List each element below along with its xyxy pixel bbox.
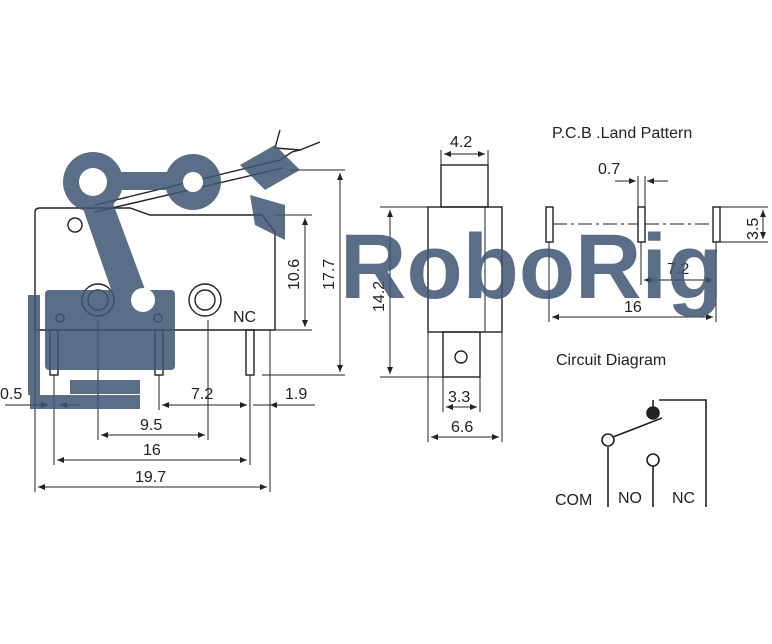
dim-pin-span-a: 9.5 [140, 417, 162, 434]
circuit-diagram [601, 399, 707, 507]
nc-contact [646, 406, 660, 420]
actuator-button [440, 164, 489, 208]
label-nc: NC [672, 490, 695, 507]
switch-body [34, 207, 276, 331]
pin-nc [245, 329, 255, 376]
pcb-land-title: P.C.B .Land Pattern [552, 125, 692, 142]
dim-body-height: 14.2 [371, 281, 388, 312]
dim-pin-width: 3.3 [448, 389, 470, 406]
gear-icon [79, 168, 203, 312]
dim-height-total: 17.7 [321, 259, 338, 290]
dim-length-total: 19.7 [135, 469, 166, 486]
dim-right-offset: 1.9 [285, 386, 307, 403]
roborig-logo: RoboRig [28, 145, 723, 409]
dim-height-body: 10.6 [286, 259, 303, 290]
com-contact [601, 433, 615, 447]
mount-hole-right [194, 289, 216, 311]
dim-pad-span: 16 [624, 299, 642, 316]
dim-pad-width: 0.7 [598, 161, 620, 178]
label-com: COM [555, 492, 592, 509]
dim-pin-pitch: 7.2 [191, 386, 213, 403]
label-no: NO [618, 490, 642, 507]
side-pin [442, 331, 481, 378]
side-view [380, 150, 503, 442]
dim-pad-pitch: 7.2 [667, 261, 689, 278]
dim-total-width: 6.6 [451, 419, 473, 436]
switch-blade [612, 417, 663, 438]
logo-wordmark: RoboRig [340, 216, 723, 318]
terminal-nc-label: NC [233, 309, 256, 326]
dim-pad-height: 3.5 [745, 218, 762, 240]
robot-arm-logo-icon [28, 145, 300, 409]
nc-wire [659, 399, 707, 507]
lever-hook [274, 129, 321, 151]
dim-pin-span-b: 16 [143, 442, 161, 459]
dim-left-offset: 0.5 [0, 386, 22, 403]
dim-top-width: 4.2 [450, 134, 472, 151]
no-contact [646, 453, 660, 467]
pcb-land-pattern [545, 176, 768, 322]
circuit-title: Circuit Diagram [556, 352, 666, 369]
